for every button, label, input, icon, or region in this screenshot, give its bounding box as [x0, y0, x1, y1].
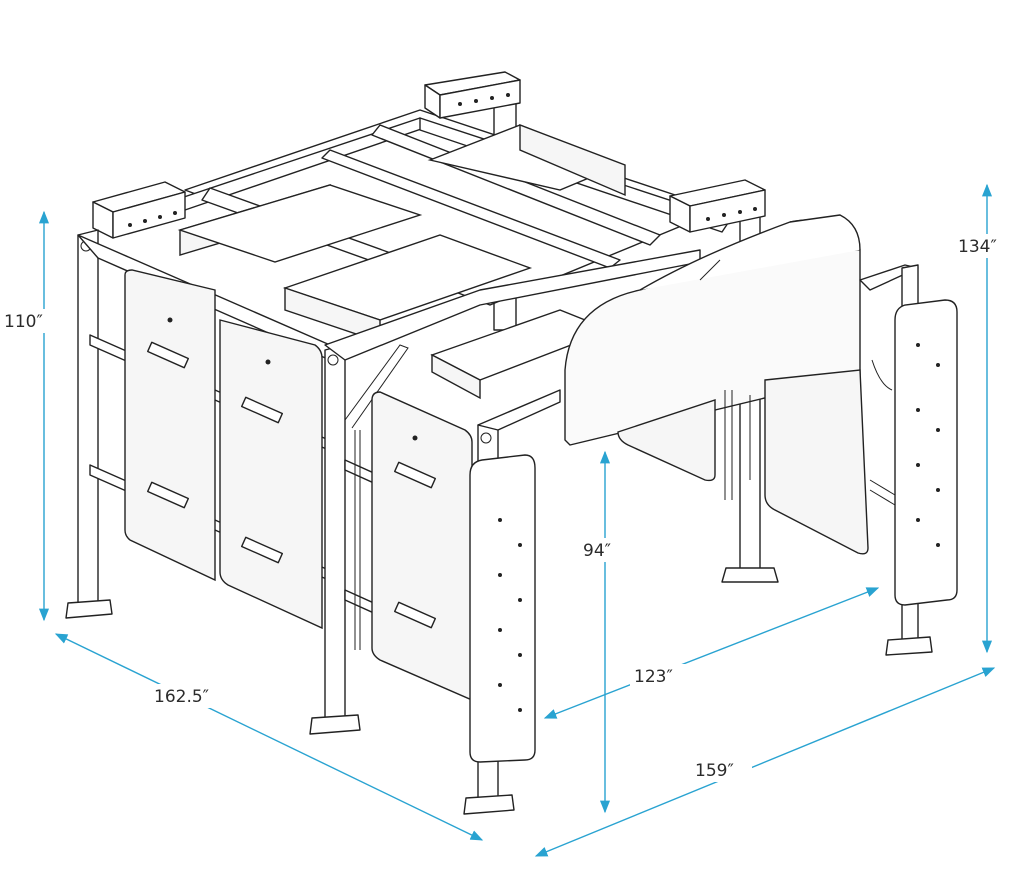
label-inner-clearance: 94″ — [583, 541, 611, 561]
dim-line-side-depth — [534, 667, 996, 857]
top-canopy — [174, 109, 731, 400]
control-box-right — [669, 179, 766, 233]
front-side-panel — [469, 454, 536, 763]
curved-hood — [564, 214, 861, 446]
rear-panels — [617, 369, 869, 555]
label-side-depth: 159″ — [695, 761, 734, 781]
label-inner-depth: 123″ — [634, 667, 673, 687]
dim-line-inner-depth — [543, 587, 880, 719]
dimension-lines — [38, 183, 996, 857]
label-right-height: 134″ — [958, 237, 997, 257]
label-front-width: 162.5″ — [154, 687, 209, 707]
dim-line-front-width — [54, 633, 484, 841]
label-left-height: 110″ — [4, 312, 43, 332]
control-box-top — [424, 71, 521, 119]
right-frame — [859, 264, 958, 656]
control-box-left — [92, 181, 186, 239]
